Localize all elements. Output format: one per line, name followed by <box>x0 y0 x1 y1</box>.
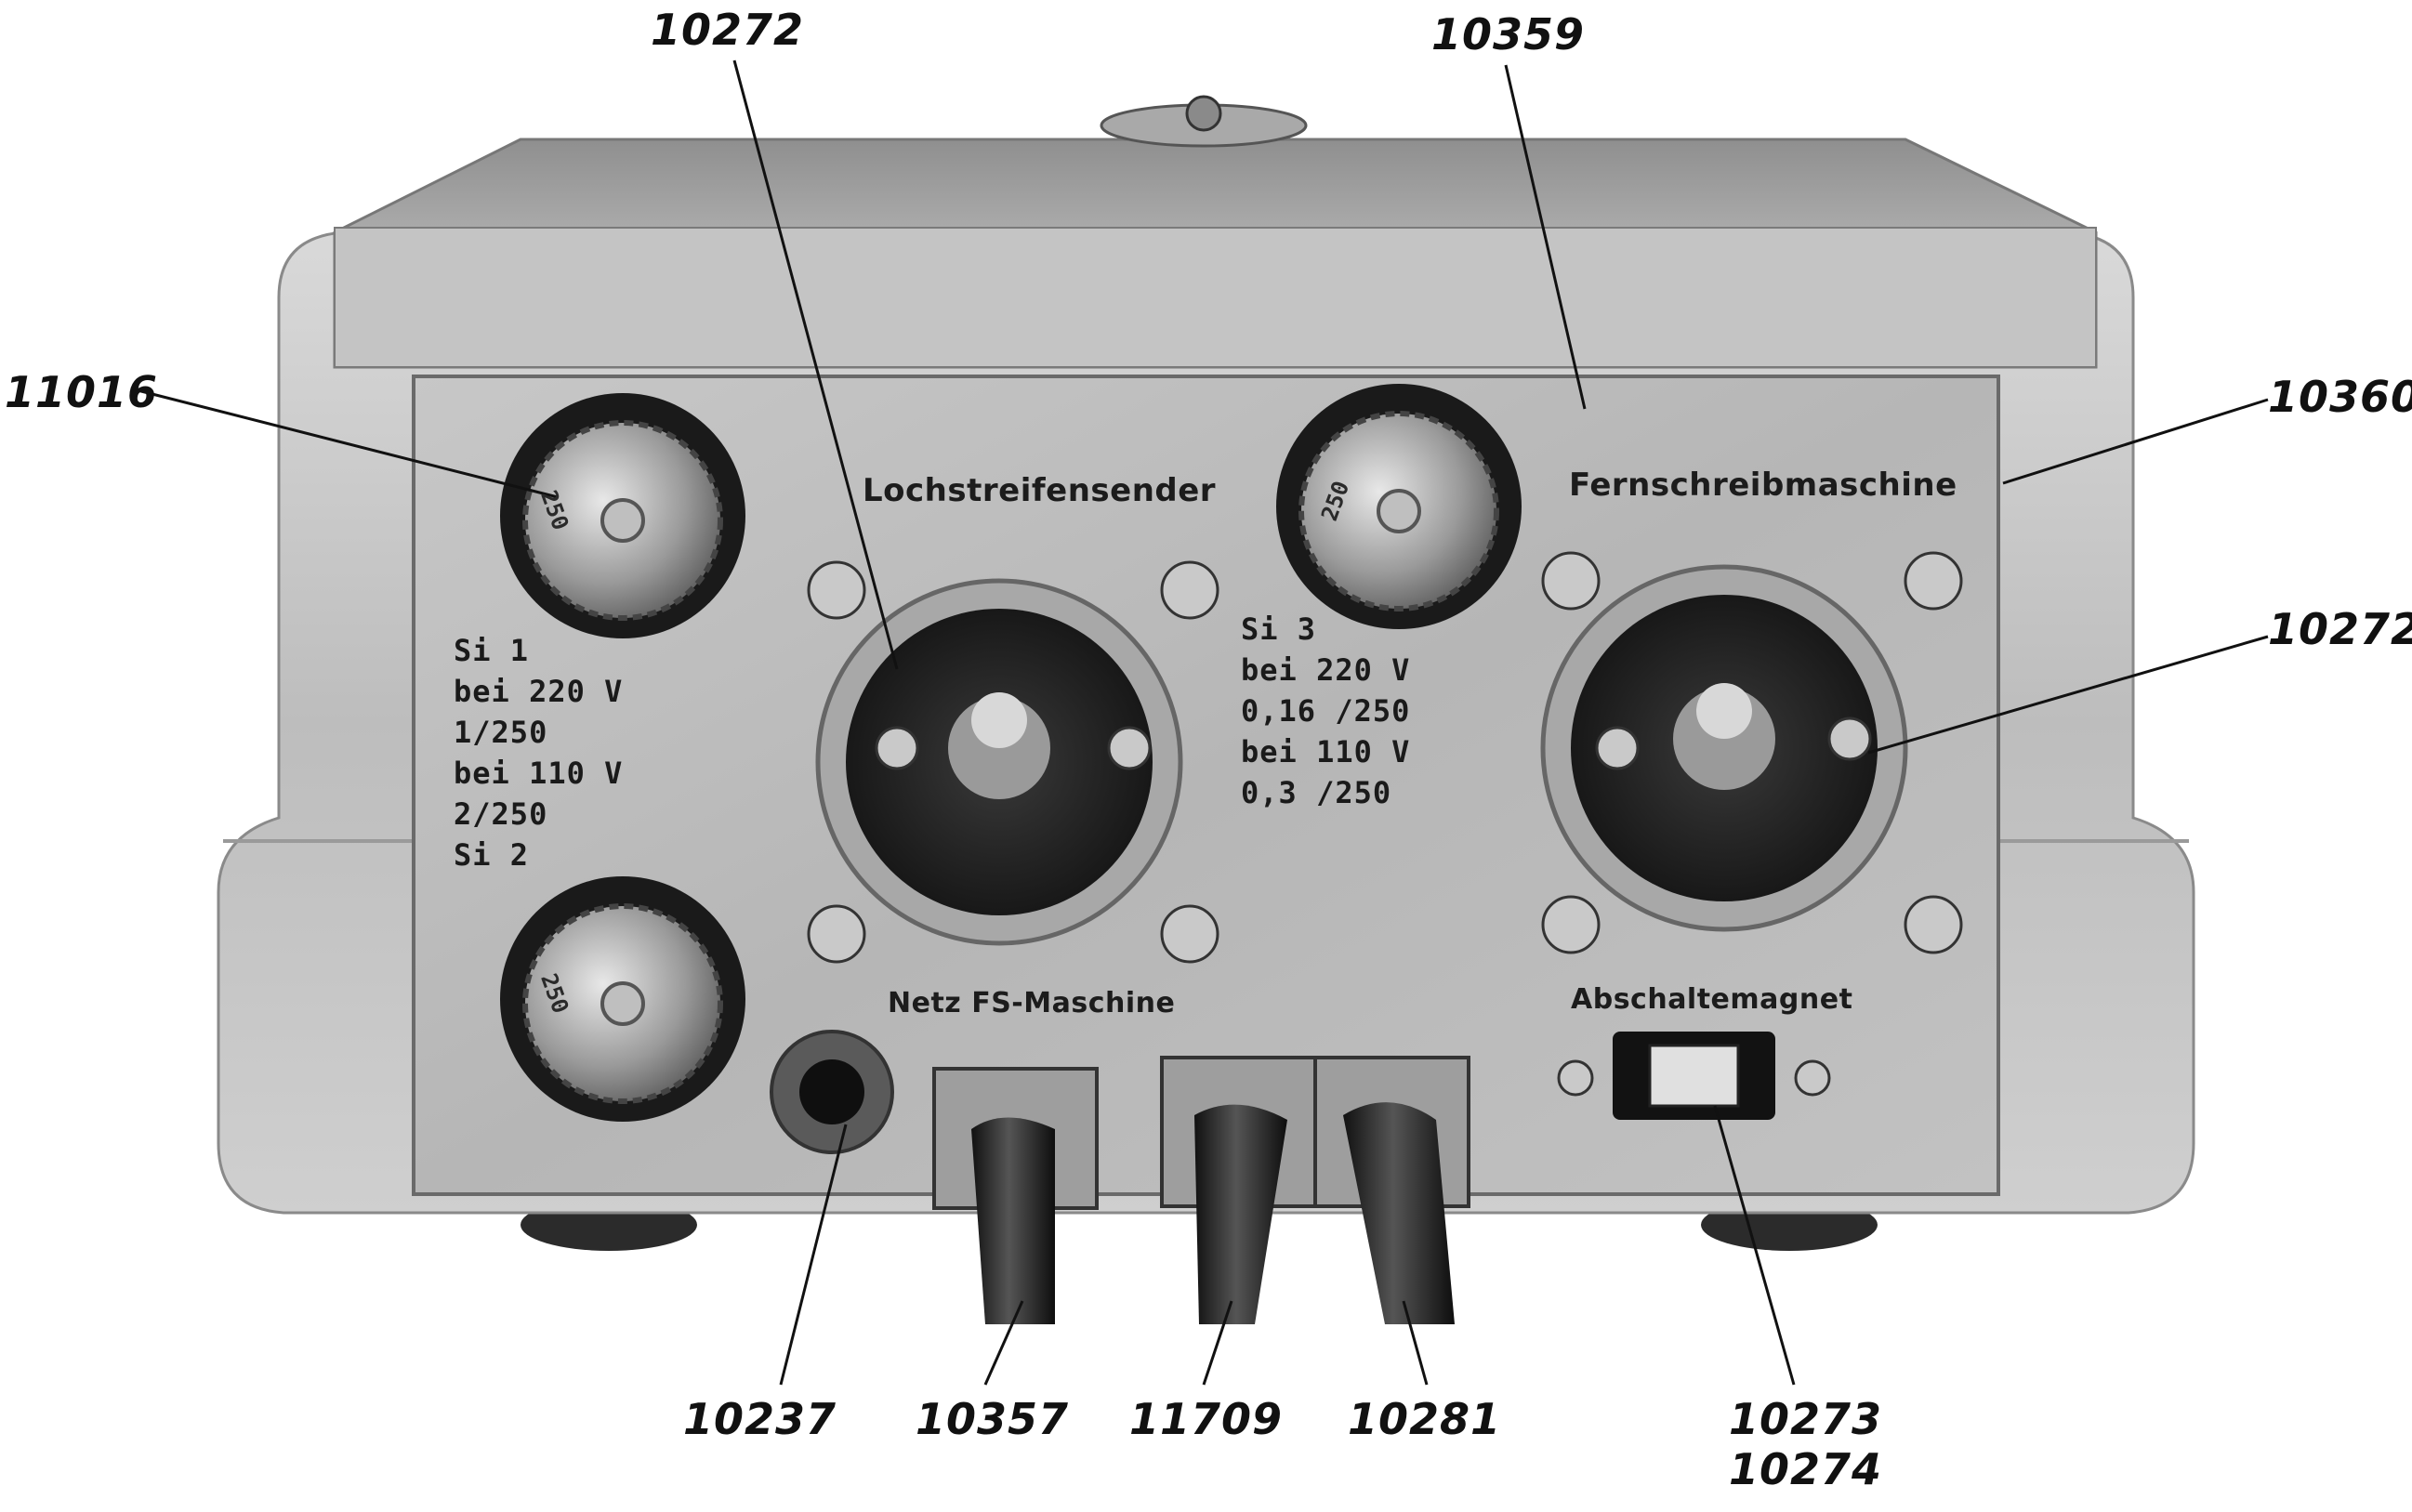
socket-fernschreibmaschine <box>1540 551 1963 954</box>
leader-11016 <box>137 388 559 499</box>
callout-10237: 10237 <box>683 1394 837 1444</box>
fuse-left-line: 2/250 <box>454 796 548 832</box>
callout-11709: 11709 <box>1129 1394 1284 1444</box>
callout-10272-top: 10272 <box>651 5 805 55</box>
callout-10360: 10360 <box>2268 372 2412 422</box>
fuse-rating-left: Si 1 bei 220 V 1/250 bei 110 V 2/250 Si … <box>454 630 623 875</box>
fuse-left-line: Si 2 <box>454 837 530 873</box>
callout-10281: 10281 <box>1348 1394 1502 1444</box>
fuse-rating-right: Si 3 bei 220 V 0,16 /250 bei 110 V 0,3 /… <box>1241 609 1410 813</box>
fuse-right-line: 0,16 /250 <box>1241 693 1411 729</box>
fuse-right-line: bei 220 V <box>1241 652 1411 688</box>
fuse-holder-si1 <box>500 393 745 638</box>
jack-10237 <box>770 1030 894 1154</box>
callout-11016: 11016 <box>5 367 159 417</box>
callout-10273-10274: 10273 10274 <box>1729 1394 1882 1494</box>
callout-10359: 10359 <box>1431 9 1586 59</box>
magnet-socket <box>1557 1032 1831 1120</box>
leader-10359 <box>1504 64 1587 410</box>
socket-lochstreifensender <box>807 560 1219 964</box>
fuse-left-line: bei 220 V <box>454 674 624 709</box>
label-lochstreifensender: Lochstreifensender <box>863 472 1217 509</box>
leader-10281 <box>1402 1300 1429 1386</box>
lid-handle-screw <box>1185 95 1222 132</box>
fuse-right-line: bei 110 V <box>1241 734 1411 769</box>
label-netz-fs-maschine: Netz FS-Maschine <box>888 987 1176 1019</box>
leader-10360 <box>2002 398 2269 485</box>
callout-10357: 10357 <box>916 1394 1070 1444</box>
leader-10237 <box>779 1124 848 1386</box>
leader-10273 <box>1713 1105 1796 1386</box>
fuse-right-line: Si 3 <box>1241 611 1317 647</box>
fuse-left-line: Si 1 <box>454 633 530 668</box>
cable-10357 <box>971 1117 1055 1324</box>
leader-10272-top <box>732 59 899 670</box>
fuse-holder-si3 <box>1276 384 1522 629</box>
leader-10272-right <box>1867 635 2269 755</box>
fuse-left-line: bei 110 V <box>454 756 624 791</box>
cable-11709 <box>1194 1104 1287 1324</box>
lid-front <box>334 227 2097 368</box>
leader-lines <box>137 59 2269 1386</box>
fuse-holder-si2 <box>500 876 745 1122</box>
fuse-right-line: 0,3 /250 <box>1241 775 1392 810</box>
leader-10357 <box>983 1300 1024 1386</box>
cable-10281 <box>1343 1102 1455 1324</box>
callout-10272-right: 10272 <box>2268 604 2412 654</box>
callout-10273: 10273 <box>1729 1394 1883 1444</box>
callout-10274: 10274 <box>1729 1444 1883 1494</box>
fuse-left-line: 1/250 <box>454 715 548 750</box>
label-abschaltemagnet: Abschaltemagnet <box>1571 983 1853 1016</box>
leader-11709 <box>1202 1300 1233 1386</box>
label-fernschreibmaschine: Fernschreibmaschine <box>1569 467 1957 504</box>
